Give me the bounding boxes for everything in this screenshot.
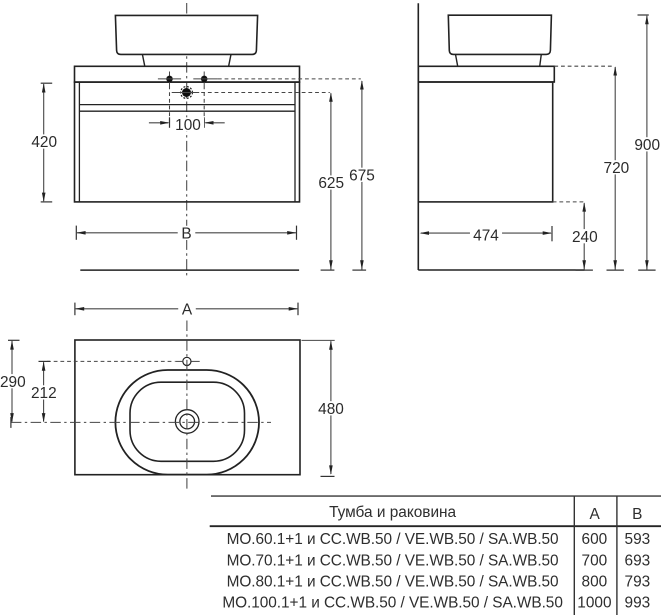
svg-text:675: 675 bbox=[349, 167, 375, 184]
svg-text:593: 593 bbox=[625, 531, 651, 548]
svg-text:993: 993 bbox=[625, 595, 651, 612]
svg-text:700: 700 bbox=[582, 553, 608, 570]
svg-text:B: B bbox=[632, 506, 642, 523]
svg-text:420: 420 bbox=[31, 134, 57, 151]
svg-text:600: 600 bbox=[582, 531, 608, 548]
svg-text:474: 474 bbox=[473, 228, 499, 245]
svg-text:MO.80.1+1 и CC.WB.50 / VE.WB.5: MO.80.1+1 и CC.WB.50 / VE.WB.50 / SA.WB.… bbox=[227, 574, 559, 591]
svg-text:MO.70.1+1 и CC.WB.50 / VE.WB.5: MO.70.1+1 и CC.WB.50 / VE.WB.50 / SA.WB.… bbox=[227, 553, 559, 570]
svg-text:A: A bbox=[589, 506, 600, 523]
svg-text:212: 212 bbox=[31, 385, 57, 402]
svg-text:290: 290 bbox=[0, 374, 26, 391]
svg-text:480: 480 bbox=[318, 401, 344, 418]
svg-text:900: 900 bbox=[634, 137, 660, 154]
svg-text:793: 793 bbox=[625, 574, 651, 591]
svg-text:B: B bbox=[181, 226, 191, 243]
svg-text:720: 720 bbox=[604, 160, 630, 177]
svg-text:100: 100 bbox=[175, 117, 201, 134]
svg-text:MO.100.1+1 и CC.WB.50 / VE.WB.: MO.100.1+1 и CC.WB.50 / VE.WB.50 / SA.WB… bbox=[222, 595, 562, 612]
svg-text:A: A bbox=[182, 302, 193, 319]
svg-text:693: 693 bbox=[625, 553, 651, 570]
svg-text:Тумба и раковина: Тумба и раковина bbox=[329, 504, 456, 521]
svg-text:1000: 1000 bbox=[577, 595, 611, 612]
svg-text:240: 240 bbox=[572, 229, 598, 246]
svg-text:MO.60.1+1 и CC.WB.50 / VE.WB.5: MO.60.1+1 и CC.WB.50 / VE.WB.50 / SA.WB.… bbox=[227, 531, 559, 548]
svg-text:625: 625 bbox=[318, 175, 344, 192]
svg-text:800: 800 bbox=[582, 574, 608, 591]
